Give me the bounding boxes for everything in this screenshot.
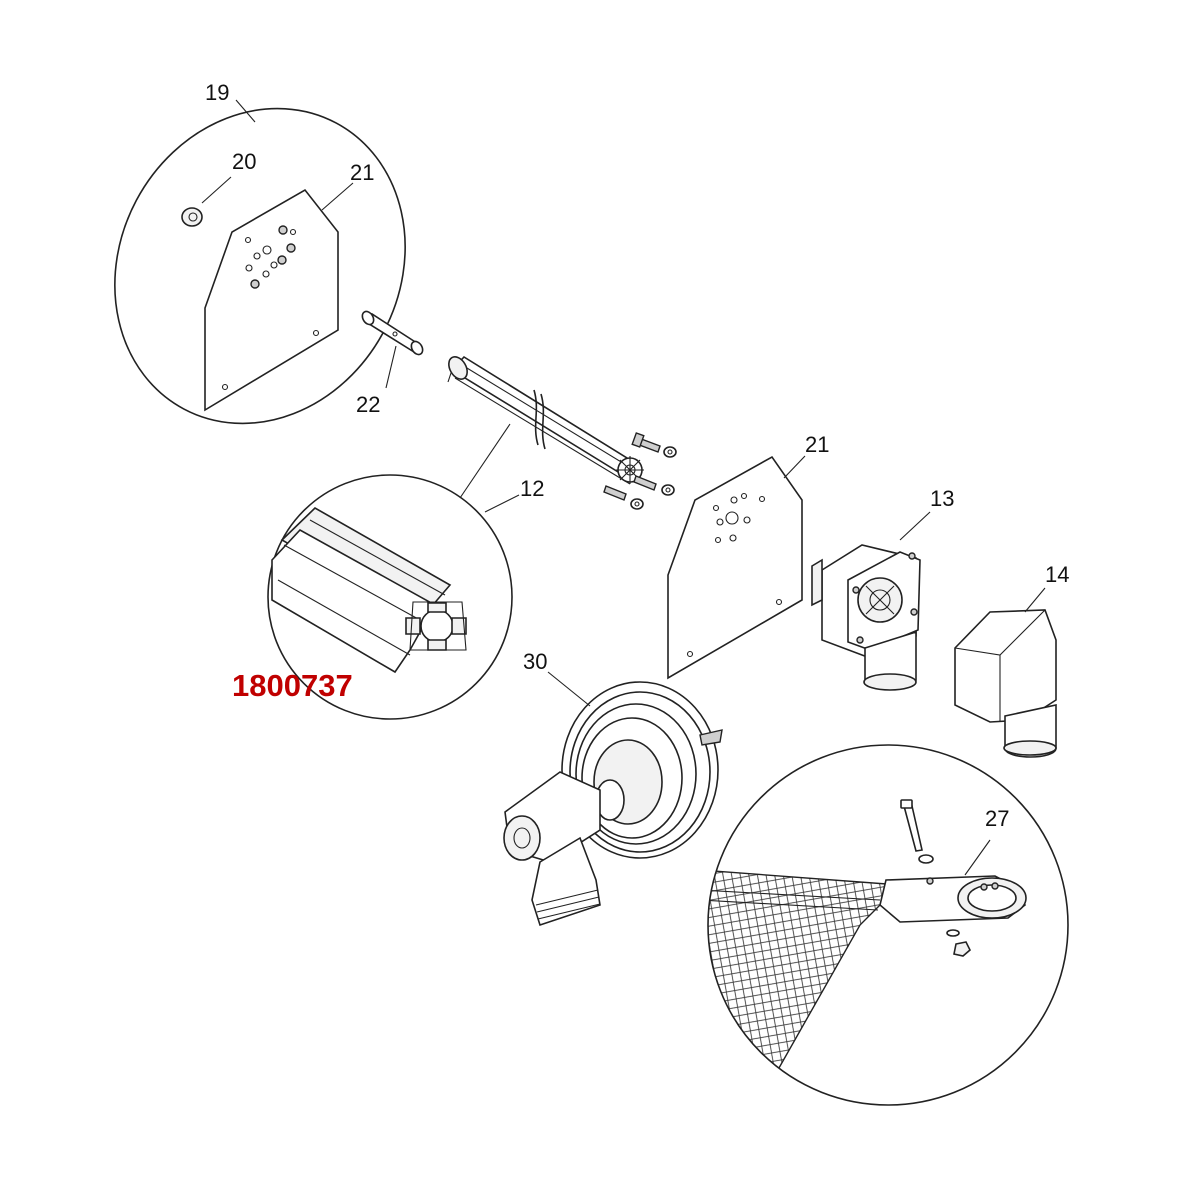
washer-20 [181, 207, 203, 227]
motor-30 [503, 671, 723, 927]
plate-holes [221, 228, 320, 391]
callout-20: 20 [232, 149, 256, 174]
plate-21 [667, 455, 806, 680]
callout-19: 19 [205, 80, 229, 105]
callout-14: 14 [1045, 562, 1069, 587]
shaft-12 [447, 355, 644, 499]
plate-21-holes [686, 492, 783, 658]
gearbox-13 [811, 511, 931, 691]
screws-and-washers [603, 432, 677, 510]
callout-22: 22 [356, 392, 380, 417]
detail-12-profile [267, 474, 520, 720]
part-number: 1800737 [232, 668, 353, 703]
callout-21: 21 [805, 432, 829, 457]
cover-14 [954, 587, 1057, 758]
callout-12: 12 [520, 476, 544, 501]
detail-19-end-plate [114, 99, 406, 425]
callout-27: 27 [985, 806, 1009, 831]
callout-13: 13 [930, 486, 954, 511]
pin-22 [361, 310, 424, 389]
callout-21-detail: 21 [350, 160, 374, 185]
plate-screws [250, 225, 296, 289]
callout-30: 30 [523, 649, 547, 674]
detail-27-net-bracket [707, 744, 1069, 1106]
